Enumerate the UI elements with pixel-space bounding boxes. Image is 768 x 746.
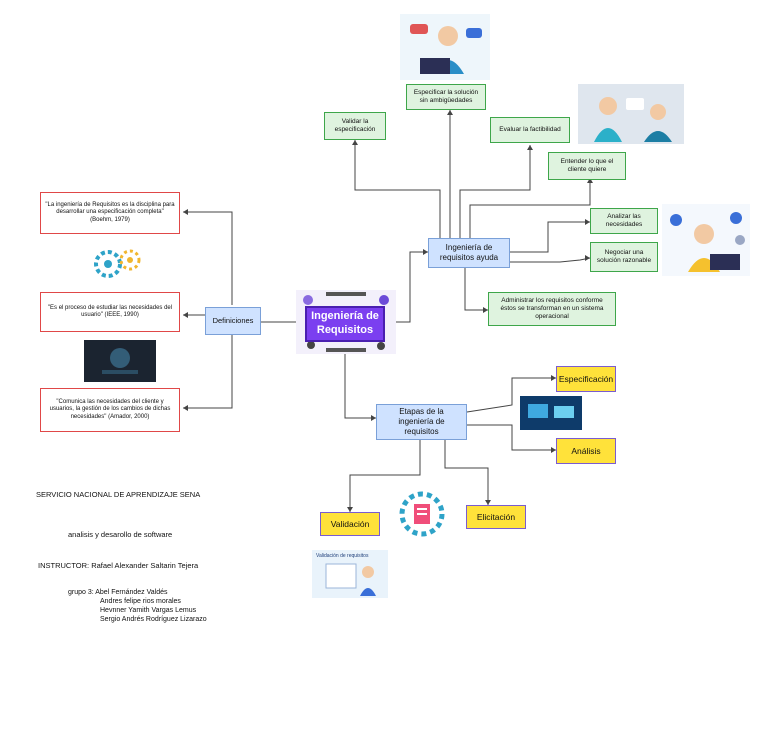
- ayuda-administrar[interactable]: Administrar los requisitos conforme ésto…: [488, 292, 616, 326]
- tech-photo: [84, 340, 156, 382]
- ayuda-entender[interactable]: Entender lo que el cliente quiere: [548, 152, 626, 180]
- ayuda-negociar[interactable]: Negociar una solución razonable: [590, 242, 658, 272]
- instructor-text: INSTRUCTOR: Rafael Alexander Saltarin Te…: [38, 561, 199, 570]
- meeting-illustration: [578, 84, 684, 144]
- analyst-illustration: [662, 204, 750, 276]
- member-name: Andres felipe rios morales: [100, 598, 181, 606]
- definition-boehm[interactable]: "La ingeniería de Requisitos es la disci…: [40, 192, 180, 234]
- etapa-elicitacion[interactable]: Elicitación: [466, 505, 526, 529]
- member-name: Sergio Andrés Rodríguez Lizarazo: [100, 616, 207, 624]
- gears-illustration: [88, 242, 150, 284]
- etapa-validacion[interactable]: Validación: [320, 512, 380, 536]
- etapa-especificacion[interactable]: Especificación: [556, 366, 616, 392]
- member-name: Hevnner Yamith Vargas Lemus: [100, 607, 197, 615]
- definition-ieee[interactable]: "Es el proceso de estudiar las necesidad…: [40, 292, 180, 332]
- group-label: grupo 3:: [68, 589, 94, 596]
- institution-text: SERVICIO NACIONAL DE APRENDIZAJE SENA: [36, 490, 201, 499]
- validation-illustration: Validación de requisitos: [312, 550, 388, 598]
- specification-photo: [520, 396, 582, 430]
- member-name: Abel Fernández Valdés: [95, 589, 168, 596]
- etapa-analisis[interactable]: Análisis: [556, 438, 616, 464]
- ayuda-especificar[interactable]: Especificar la solución sin ambigüedades: [406, 84, 486, 110]
- ayuda-node[interactable]: Ingeniería de requisitos ayuda: [428, 238, 510, 268]
- ayuda-validar[interactable]: Validar la especificación: [324, 112, 386, 140]
- central-topic[interactable]: Ingeniería de Requisitos: [305, 306, 385, 342]
- etapas-node[interactable]: Etapas de la ingeniería de requisitos: [376, 404, 467, 440]
- definiciones-node[interactable]: Definiciones: [205, 307, 261, 335]
- ayuda-evaluar[interactable]: Evaluar la factibilidad: [490, 117, 570, 143]
- validation-caption: Validación de requisitos: [316, 553, 369, 559]
- group-members: grupo 3: Abel Fernández Valdés Andres fe…: [68, 588, 207, 624]
- definition-amador[interactable]: "Comunica las necesidades del cliente y …: [40, 388, 180, 432]
- support-agent-illustration: [400, 14, 490, 80]
- elicitation-illustration: [396, 488, 448, 540]
- ayuda-analizar[interactable]: Analizar las necesidades: [590, 208, 658, 234]
- program-text: analisis y desarollo de software: [68, 530, 173, 539]
